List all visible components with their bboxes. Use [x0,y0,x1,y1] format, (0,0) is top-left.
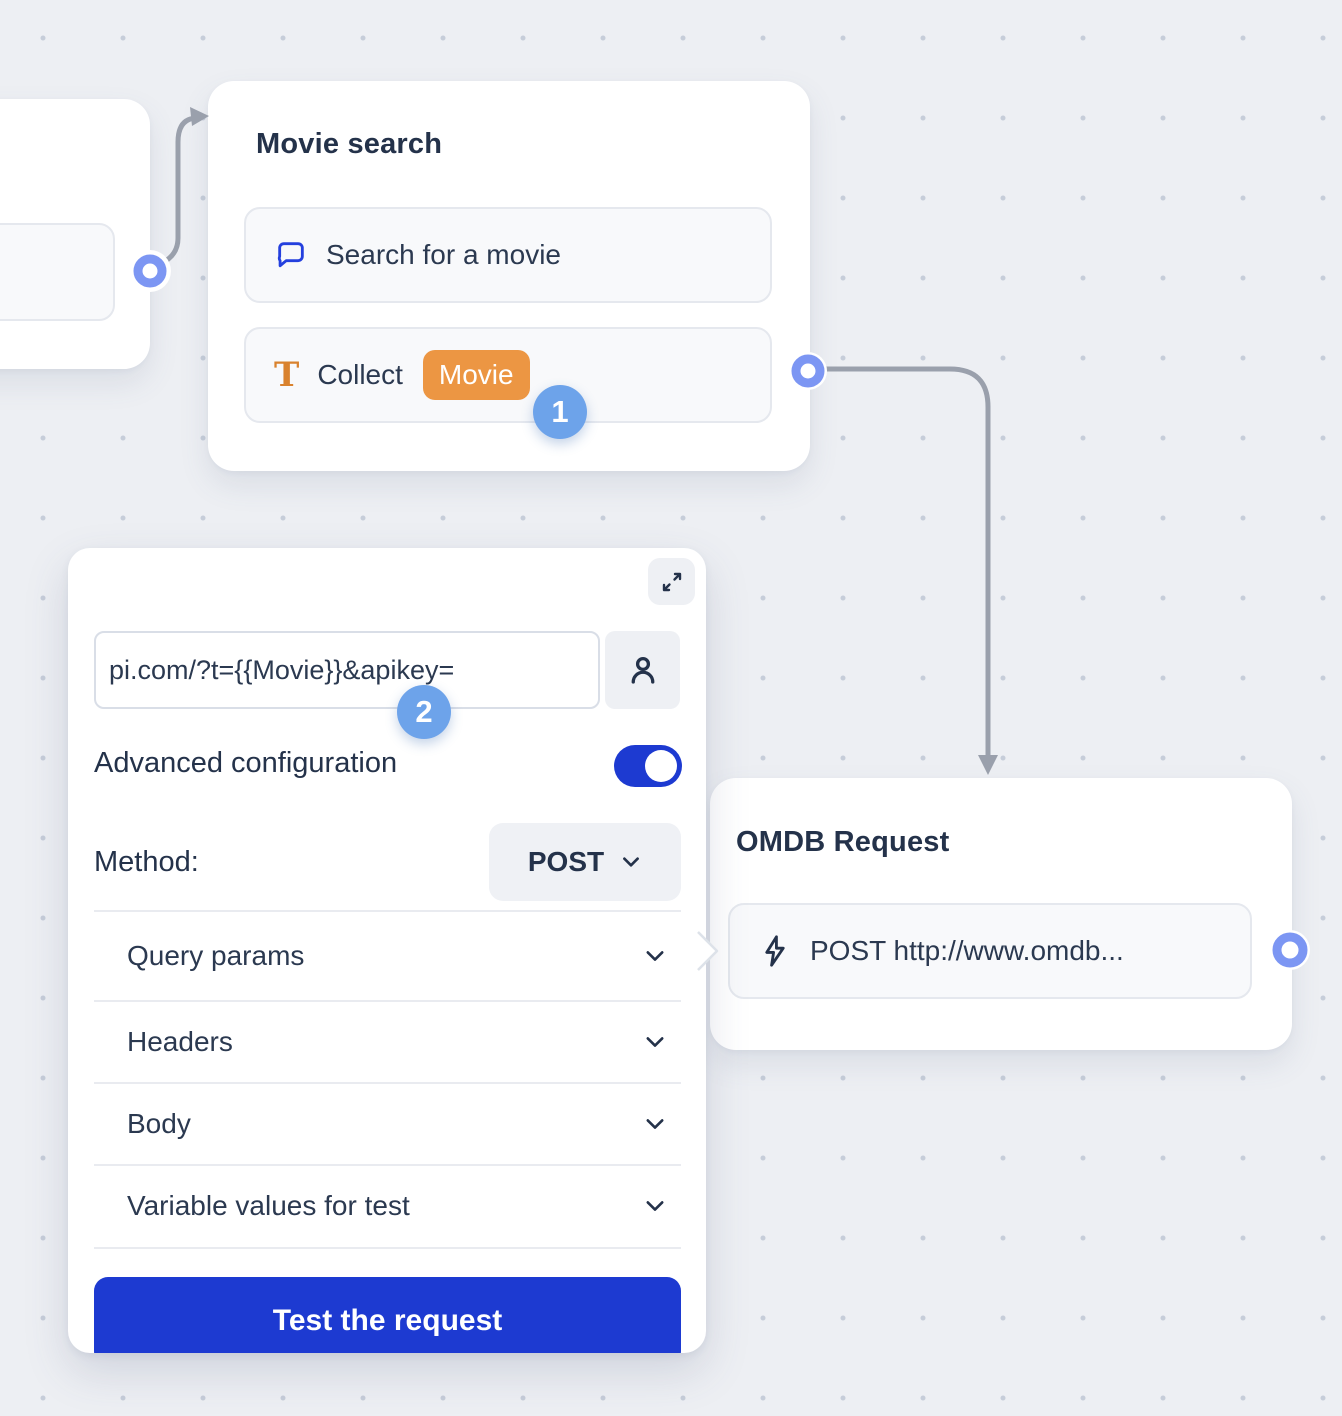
webhook-config-panel: Advanced configuration Method: POST Quer… [68,548,706,1353]
section-body[interactable]: Body [94,1080,681,1168]
section-variable-values[interactable]: Variable values for test [94,1162,681,1250]
node-title-omdb-request: OMDB Request [736,826,950,858]
node-omdb-request[interactable]: OMDB Request POST http://www.omdb... [710,778,1292,1050]
section-query-params[interactable]: Query params [94,912,681,1000]
block-post-request[interactable]: POST http://www.omdb... [728,903,1252,999]
block-label: Search for a movie [326,239,561,270]
url-input[interactable] [94,631,600,709]
divider [94,1000,681,1002]
test-request-button[interactable]: Test the request [94,1277,681,1353]
divider [94,910,681,912]
arrowhead-down [978,755,998,775]
arrowhead-right [190,107,209,126]
variable-tag-movie[interactable]: Movie [422,350,530,400]
wire-into-movie-search [157,115,199,267]
block-label: Collect [317,359,403,390]
method-label: Method: [94,846,199,878]
block-search-for-a-movie[interactable]: Search for a movie [244,207,772,303]
toggle-knob [645,750,677,782]
chevron-down-icon [646,1119,664,1129]
user-variable-button[interactable] [605,631,680,709]
text-input-icon: T [274,355,300,395]
chevron-down-icon [646,1037,664,1047]
divider [94,1164,681,1166]
chevron-down-icon [646,1201,664,1211]
step-badge-2: 2 [397,685,451,739]
wire-into-omdb [819,366,991,759]
section-headers[interactable]: Headers [94,998,681,1086]
method-dropdown[interactable]: POST [489,823,681,901]
step-badge-1: 1 [533,385,587,439]
section-label: Query params [127,940,305,971]
chevron-down-icon [623,857,640,867]
input-port-notch [697,931,719,971]
chevron-down-icon [646,951,664,961]
section-label: Body [127,1108,191,1139]
user-icon [631,656,654,684]
method-value: POST [527,846,605,877]
partial-node-block[interactable] [0,223,115,321]
expand-button[interactable] [648,558,695,605]
node-title-movie-search: Movie search [256,128,443,160]
divider [94,1082,681,1084]
advanced-configuration-label: Advanced configuration [94,747,398,779]
divider [94,1247,681,1249]
block-label: POST http://www.omdb... [810,935,1124,966]
advanced-configuration-toggle[interactable] [614,745,682,787]
chat-bubble-icon [274,238,308,272]
node-movie-search[interactable]: Movie search Search for a movie T Collec… [208,81,810,471]
lightning-icon [758,934,792,968]
section-label: Variable values for test [127,1190,410,1221]
expand-diagonal-icon [662,572,681,591]
section-label: Headers [127,1026,233,1057]
block-collect-movie[interactable]: T Collect Movie [244,327,772,423]
